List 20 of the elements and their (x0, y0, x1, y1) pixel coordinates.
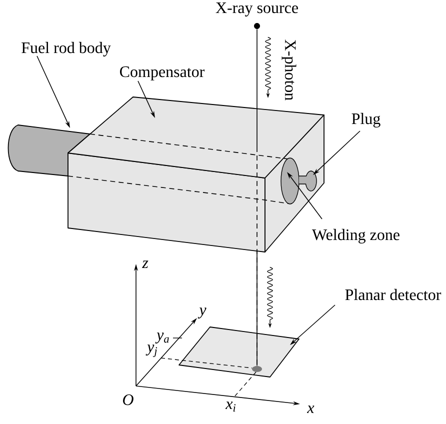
part-label: Compensator (120, 66, 205, 80)
part-label: Planar detector (345, 288, 442, 300)
coordinate-label: y$_{a}$ (155, 332, 169, 344)
photon-label: X-photon (282, 40, 296, 100)
coordinate-label: y$_{j}$ (146, 344, 158, 357)
beam-line (256, 28, 258, 148)
part-label: Plug (352, 112, 380, 128)
beam-line (256, 146, 258, 366)
part-label: Welding zone (312, 228, 400, 244)
axis-label: y (198, 308, 206, 318)
part-label: Fuel rod body (22, 42, 111, 56)
origin-label: O (123, 394, 134, 406)
plug-shape (298, 170, 317, 192)
coordinate-label: x$_{i}$ (225, 402, 236, 412)
weld-ellipse (280, 158, 300, 204)
source-label: X-ray source (216, 2, 298, 16)
axis-label: z (142, 260, 148, 268)
axis-label: x (307, 406, 314, 413)
rod-cylinder (8, 124, 90, 176)
beam-spot (252, 366, 262, 372)
